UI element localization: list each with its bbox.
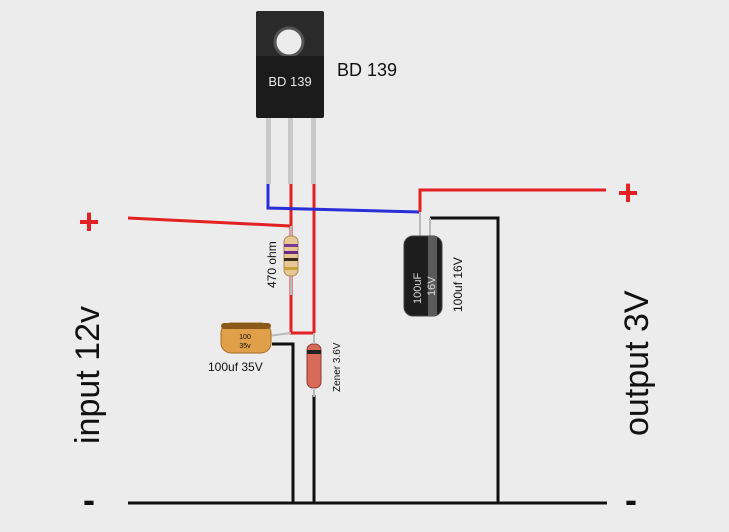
resistor-label: 470 ohm [265,241,279,288]
capacitor-output-body-text-1: 100uF [412,273,424,304]
emitter-output-wire [266,182,421,214]
output-positive-wire [418,188,606,212]
capacitor-output-body-text-2: 16V [426,276,438,296]
input-minus-sign: - [83,479,95,520]
capacitor-input-body-text-2: 35v [239,343,251,350]
transistor-bd139: BD 139 [256,11,324,184]
transistor-body [256,56,324,118]
transistor-leg-emitter [311,118,316,184]
capacitor-input-stripe [221,323,271,329]
resistor-band-4 [284,267,298,270]
resistor-band-1 [284,244,298,247]
input-voltage-label: input 12v [69,306,107,444]
input-cap-ground-wire [272,342,295,503]
capacitor-output-label: 100uf 16V [451,257,465,312]
transistor-leg-collector [288,118,293,184]
capacitor-output-stripe [428,236,437,316]
output-voltage-label: output 3V [618,290,656,436]
zener-cathode-band [307,350,321,354]
transistor-leg-base [266,118,271,184]
input-plus-sign: + [78,201,99,242]
capacitor-input: 100 35v [220,322,272,354]
output-plus-sign: + [617,172,638,213]
resistor-470 [283,235,299,295]
input-cap-positive-lead [267,332,292,337]
resistor-band-2 [284,251,298,254]
zener-label: Zener 3.6V [332,342,343,392]
zener-diode [306,333,322,397]
transistor-mount-hole [273,26,305,58]
capacitor-output: 100uF 16V [403,235,443,317]
capacitor-input-label: 100uf 35V [208,360,263,374]
transistor-label: BD 139 [337,60,397,80]
output-cap-ground-wire [430,216,500,503]
transistor-body-label: BD 139 [268,74,311,89]
capacitor-input-body-text-1: 100 [239,334,251,341]
output-minus-sign: - [625,479,637,520]
resistor-band-3 [284,258,298,261]
